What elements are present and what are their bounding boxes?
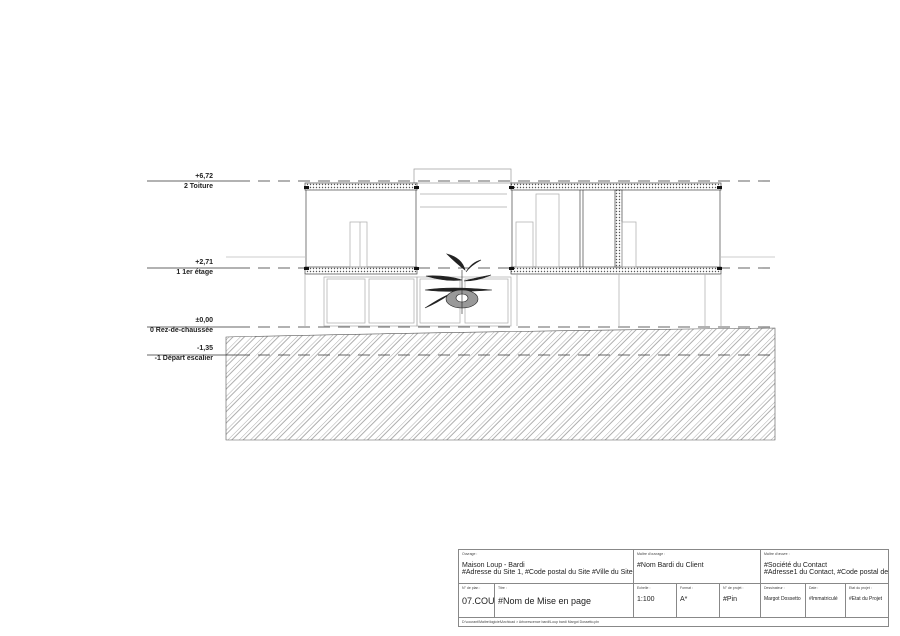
- dessinateur: Margot Dossetto: [764, 596, 801, 602]
- ouvrage-label: Ouvrage :: [462, 552, 478, 556]
- projet-no-label: N° de projet :: [723, 586, 744, 590]
- level-elevation: +6,72: [195, 173, 213, 180]
- date: #Immatriculé: [809, 596, 838, 602]
- level-name: -1 Départ escalier: [154, 355, 213, 362]
- projet-no: #Pin: [723, 596, 738, 603]
- level-name: 0 Rez-de-chaussée: [149, 327, 213, 334]
- echelle-label: Echelle :: [637, 586, 651, 590]
- etat-label: Etat du projet :: [849, 586, 872, 590]
- moe-label: Maître d'œuvre :: [764, 552, 790, 556]
- moe-address: #Adresse1 du Contact, #Code postal de C: [764, 569, 889, 576]
- building: [304, 168, 722, 327]
- moa-value: #Nom Bardi du Client: [637, 562, 704, 569]
- title-block: Ouvrage : Maison Loup - Bardi #Adresse d…: [458, 549, 889, 627]
- level-elevation: ±0,00: [195, 317, 213, 324]
- echelle: 1:100: [637, 596, 655, 603]
- format-label: Format :: [680, 586, 694, 590]
- moe-name: #Société du Contact: [764, 562, 828, 569]
- file-path: D:\courant\Maitre\logiciel\Archicad > Ar…: [462, 620, 600, 624]
- level-name: 1 1er étage: [176, 269, 213, 276]
- level-name: 2 Toiture: [183, 183, 213, 190]
- dessinateur-label: Dessinateur :: [764, 586, 785, 590]
- plan-no: 07.COUP: [462, 596, 495, 606]
- titre: #Nom de Mise en page: [498, 596, 592, 606]
- plan-no-label: N° de plan :: [462, 586, 481, 590]
- level-elevation: -1,35: [197, 345, 213, 352]
- moa-label: Maître d'ouvrage :: [637, 552, 666, 556]
- etat: #Etat du Projet: [849, 596, 883, 602]
- titre-label: Titre :: [498, 586, 507, 590]
- plant-icon: [424, 253, 493, 314]
- date-label: Date :: [809, 586, 819, 590]
- ouvrage-name: Maison Loup - Bardi: [462, 562, 525, 569]
- level-elevation: +2,71: [195, 259, 213, 266]
- ouvrage-address: #Adresse du Site 1, #Code postal du Site…: [462, 569, 633, 576]
- ground-hatch: [225, 327, 776, 441]
- format: A*: [680, 596, 688, 603]
